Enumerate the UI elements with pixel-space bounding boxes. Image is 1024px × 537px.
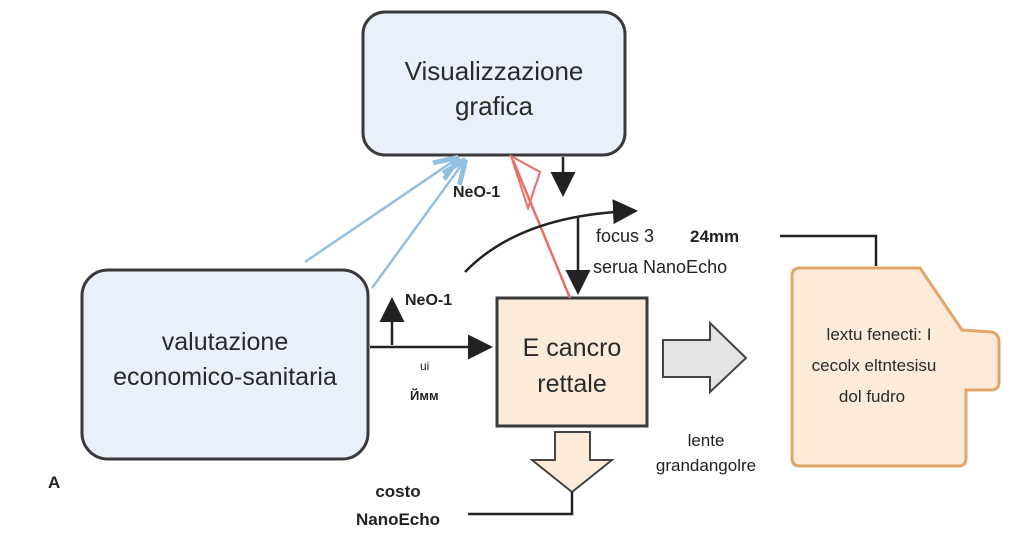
label-small-a: ui	[420, 359, 429, 373]
document-text-line3: dol fudro	[839, 387, 905, 406]
visualization-title-line1: Visualizzazione	[405, 56, 584, 86]
evaluation-title-line2: economico-sanitaria	[113, 363, 337, 391]
curved-arrow	[464, 199, 638, 273]
document-text-line2: cecolx eltntesisu	[812, 356, 937, 375]
evaluation-box	[80, 268, 370, 461]
visualization-title-line2: grafica	[455, 91, 534, 121]
label-small-b: Ймм	[410, 388, 439, 403]
blue-arrow-1	[304, 160, 455, 264]
cancer-title-line2: rettale	[537, 370, 606, 398]
cancer-title-line1: E cancro	[523, 334, 622, 362]
label-size: 24mm	[690, 227, 739, 246]
label-costo-1: costo	[375, 482, 420, 501]
label-costo-2: NanoEcho	[356, 510, 440, 529]
red-arrow-head	[509, 153, 542, 212]
document-box	[790, 266, 1001, 468]
cancer-box	[495, 296, 649, 428]
evaluation-title-line1: valutazione	[162, 328, 288, 356]
label-lente-2: grandangolre	[656, 456, 756, 475]
visualization-box	[361, 10, 627, 157]
red-arrow-line	[511, 159, 572, 299]
costo-connector	[468, 492, 574, 516]
doc-connector	[780, 234, 878, 266]
label-serua: serua NanoEcho	[593, 257, 727, 277]
blue-arrow-2	[370, 163, 463, 289]
down-block-arrow	[529, 431, 615, 494]
corner-label: A	[48, 473, 60, 492]
label-focus: focus 3	[596, 226, 654, 246]
document-text-line1: lextu fenecti: I	[827, 325, 932, 344]
label-neo-mid: NeO-1	[405, 292, 452, 309]
gray-block-arrow	[662, 320, 748, 395]
label-neo-top: NeO-1	[453, 184, 500, 201]
label-lente-1: lente	[688, 431, 725, 450]
